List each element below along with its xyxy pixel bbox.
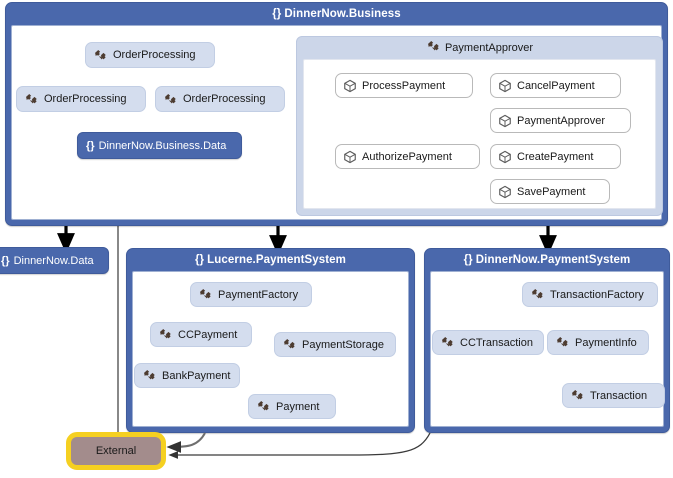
class-node-orderprocessing-left[interactable]: OrderProcessing — [16, 86, 146, 112]
class-node-label: OrderProcessing — [44, 93, 127, 105]
external-node-label: External — [95, 445, 137, 457]
class-node-orderprocessing-right[interactable]: OrderProcessing — [155, 86, 285, 112]
namespace-node-dinnernow-data[interactable]: {} DinnerNow.Data — [0, 247, 109, 274]
method-node-cancelpayment[interactable]: CancelPayment — [490, 73, 621, 98]
method-node-label: PaymentApprover — [517, 114, 606, 127]
edge-dinnernowpaymentsystem-to-external — [168, 432, 431, 459]
class-node-paymentfactory[interactable]: PaymentFactory — [190, 282, 312, 307]
class-icon — [142, 368, 157, 383]
class-icon — [426, 39, 441, 54]
class-node-label: PaymentStorage — [302, 338, 384, 351]
method-node-label: ProcessPayment — [362, 79, 446, 92]
class-icon — [93, 48, 108, 63]
braces-icon: {} — [272, 8, 282, 20]
class-icon — [24, 92, 39, 107]
class-node-ccpayment[interactable]: CCPayment — [150, 322, 252, 347]
method-cube-icon — [343, 150, 357, 164]
class-node-paymentinfo[interactable]: PaymentInfo — [547, 330, 649, 355]
method-node-savepayment[interactable]: SavePayment — [490, 179, 610, 204]
class-group-title: PaymentApprover — [297, 37, 662, 59]
class-node-bankpayment[interactable]: BankPayment — [134, 363, 240, 388]
class-icon — [158, 327, 173, 342]
class-node-label: Transaction — [590, 389, 648, 402]
method-node-createpayment[interactable]: CreatePayment — [490, 144, 621, 169]
method-cube-icon — [498, 114, 512, 128]
class-node-label: OrderProcessing — [183, 93, 266, 105]
class-node-label: CCTransaction — [460, 336, 533, 349]
method-node-paymentapprover[interactable]: PaymentApprover — [490, 108, 631, 133]
namespace-node-label: DinnerNow.Data — [13, 254, 94, 267]
class-node-orderprocessing-top[interactable]: OrderProcessing — [85, 42, 215, 68]
namespace-panel-title: {}DinnerNow.PaymentSystem — [463, 254, 631, 266]
class-node-payment[interactable]: Payment — [248, 394, 336, 419]
method-node-processpayment[interactable]: ProcessPayment — [335, 73, 473, 98]
class-node-transaction[interactable]: Transaction — [562, 383, 665, 408]
class-node-label: OrderProcessing — [113, 49, 196, 61]
class-icon — [530, 287, 545, 302]
external-node[interactable]: External — [66, 432, 166, 470]
method-node-label: CancelPayment — [517, 79, 595, 92]
namespace-node-dinnernow-business-data[interactable]: {} DinnerNow.Business.Data — [77, 132, 242, 159]
edge-lucerne-to-external — [166, 432, 206, 453]
class-node-label: PaymentInfo — [575, 336, 637, 349]
method-node-label: SavePayment — [517, 185, 586, 198]
namespace-panel-title: {}DinnerNow.Business — [272, 8, 401, 20]
class-node-transactionfactory[interactable]: TransactionFactory — [522, 282, 658, 307]
class-node-cctransaction[interactable]: CCTransaction — [432, 330, 544, 355]
class-icon — [282, 337, 297, 352]
class-node-label: PaymentFactory — [218, 288, 299, 301]
class-node-label: BankPayment — [162, 369, 231, 382]
braces-icon: {} — [194, 254, 205, 266]
class-icon — [163, 92, 178, 107]
method-cube-icon — [498, 79, 512, 93]
class-node-paymentstorage[interactable]: PaymentStorage — [274, 332, 396, 357]
namespace-panel-title: {}Lucerne.PaymentSystem — [194, 254, 347, 266]
braces-icon: {} — [463, 254, 473, 266]
class-node-label: CCPayment — [178, 328, 238, 341]
class-node-label: TransactionFactory — [550, 288, 644, 301]
braces-icon: {} — [1, 254, 10, 267]
class-icon — [198, 287, 213, 302]
method-node-label: CreatePayment — [517, 150, 594, 163]
class-icon — [555, 335, 570, 350]
braces-icon: {} — [86, 139, 95, 152]
method-cube-icon — [498, 185, 512, 199]
method-cube-icon — [498, 150, 512, 164]
class-icon — [440, 335, 455, 350]
class-node-label: Payment — [276, 400, 320, 413]
method-node-label: AuthorizePayment — [362, 150, 452, 163]
method-cube-icon — [343, 79, 357, 93]
method-node-authorizepayment[interactable]: AuthorizePayment — [335, 144, 480, 169]
class-icon — [256, 399, 271, 414]
namespace-node-label: DinnerNow.Business.Data — [98, 139, 227, 152]
class-icon — [570, 388, 585, 403]
